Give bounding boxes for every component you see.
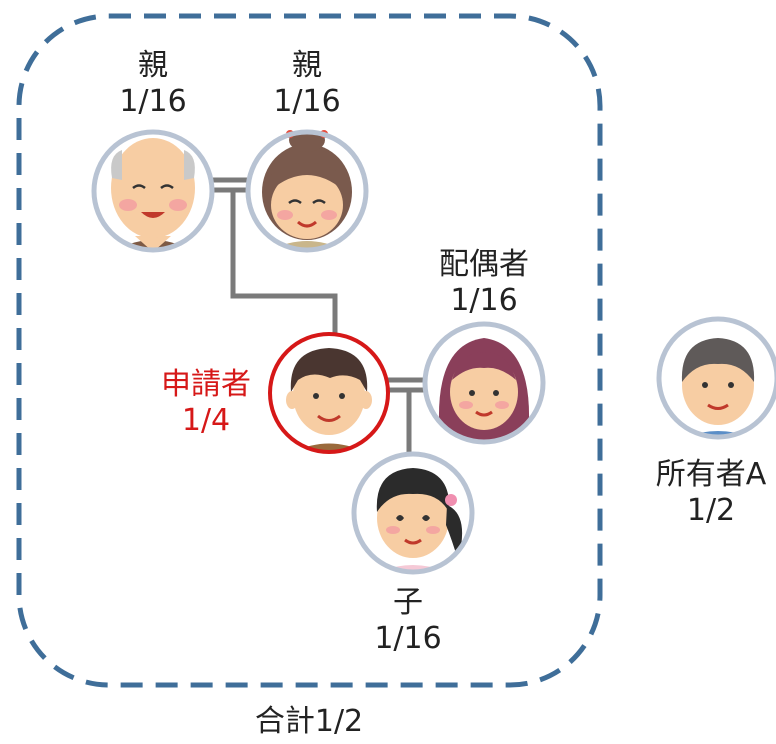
applicant-label: 申請者 1/4 <box>146 367 266 439</box>
parent-2-role: 親 <box>292 48 322 83</box>
child-label: 子 1/16 <box>348 585 468 657</box>
parent-1-role: 親 <box>138 48 168 83</box>
family-group-frame <box>16 13 603 688</box>
parent-2-share: 1/16 <box>273 84 341 119</box>
applicant-share: 1/4 <box>181 403 231 438</box>
woman-face-icon <box>422 321 546 445</box>
family-total-label: 合計1/2 <box>254 704 364 739</box>
owner-a-share: 1/2 <box>686 493 736 528</box>
owner-a-role: 所有者A <box>655 457 767 492</box>
family-connectors <box>210 177 427 455</box>
older-man-face-icon <box>656 316 776 440</box>
parent-2-label: 親 1/16 <box>247 48 367 120</box>
man-face-icon <box>268 332 390 454</box>
grandmother-face-icon <box>245 129 369 253</box>
child-share: 1/16 <box>374 621 442 656</box>
child-role: 子 <box>393 585 423 620</box>
parent-1-label: 親 1/16 <box>93 48 213 120</box>
spouse-share: 1/16 <box>450 283 518 318</box>
applicant-role: 申請者 <box>161 367 251 402</box>
spouse-label: 配偶者 1/16 <box>424 247 544 319</box>
grandfather-face-icon <box>91 129 215 253</box>
parent-1-share: 1/16 <box>119 84 187 119</box>
girl-face-icon <box>351 451 475 575</box>
spouse-role: 配偶者 <box>439 247 529 282</box>
owner-a-label: 所有者A 1/2 <box>646 457 776 529</box>
